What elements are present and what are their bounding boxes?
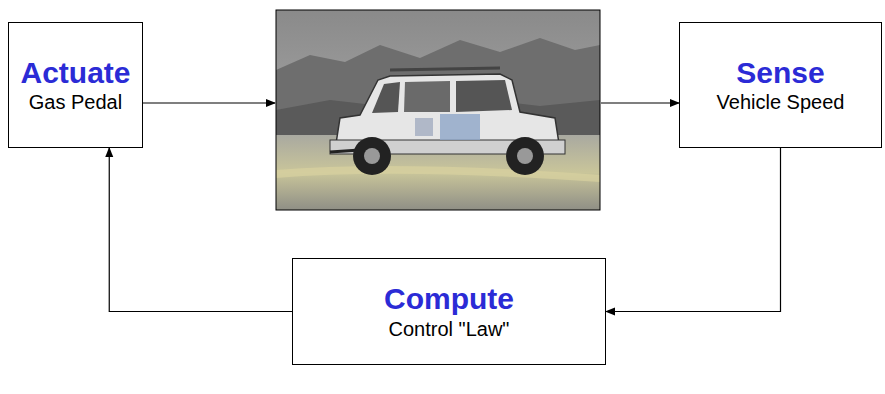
- box-heading: Compute: [384, 282, 514, 317]
- flow-arrow: [601, 102, 679, 103]
- box-subtext: Gas Pedal: [29, 90, 122, 114]
- feedback-arrow: [606, 148, 781, 312]
- feedback-arrow: [109, 148, 292, 312]
- flow-arrow: [138, 102, 275, 103]
- box-heading: Actuate: [20, 56, 130, 91]
- process-box: ActuateGas Pedal: [8, 22, 143, 148]
- process-box: SenseVehicle Speed: [679, 22, 882, 148]
- box-heading: Sense: [736, 56, 824, 91]
- process-box: ComputeControl "Law": [292, 258, 606, 365]
- photo: [276, 10, 600, 210]
- box-subtext: Vehicle Speed: [717, 90, 845, 114]
- box-subtext: Control "Law": [389, 317, 510, 341]
